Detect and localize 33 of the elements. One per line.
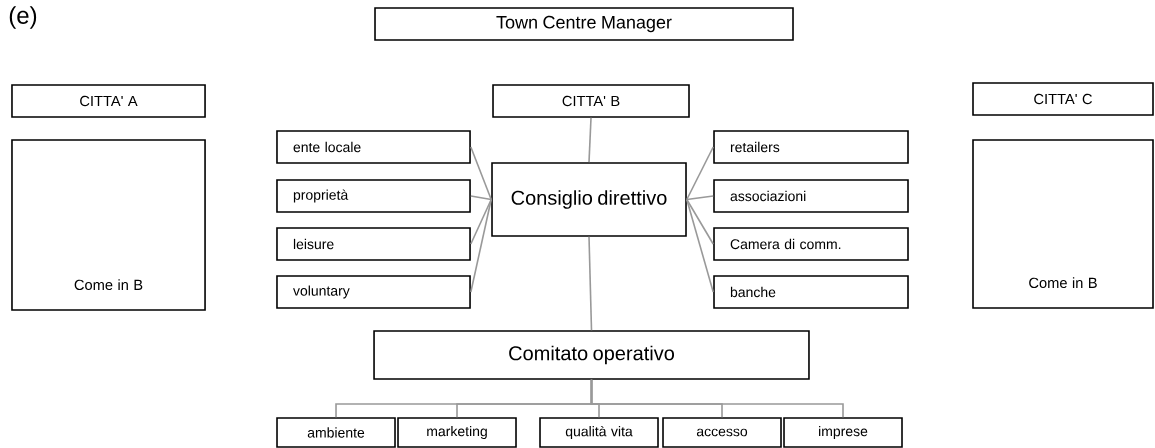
area-box: imprese xyxy=(783,417,903,448)
connector-line xyxy=(686,198,714,245)
member-box: proprietà xyxy=(276,179,471,213)
connector-line xyxy=(588,236,593,331)
board-box: Consiglio direttivo xyxy=(491,162,687,237)
connector-line xyxy=(686,195,714,201)
area-box: ambiente xyxy=(276,417,396,448)
connector-line xyxy=(686,198,714,293)
connector-line xyxy=(470,198,492,245)
panel-label: (e) xyxy=(9,6,37,29)
connector-line xyxy=(470,195,492,201)
city-box: CITTA' B xyxy=(492,84,690,118)
member-box: Camera di comm. xyxy=(713,227,909,261)
connector-line xyxy=(470,198,492,293)
area-box: accesso xyxy=(662,417,782,448)
city-panel: Come in B xyxy=(11,139,206,311)
area-box: qualità vita xyxy=(539,417,659,448)
member-box: banche xyxy=(713,275,909,309)
area-box: marketing xyxy=(397,417,517,448)
member-box: voluntary xyxy=(276,275,471,309)
connector-line xyxy=(588,117,592,163)
connector-line xyxy=(590,379,844,418)
connector-line xyxy=(470,146,492,201)
member-box: leisure xyxy=(276,227,471,261)
city-box: CITTA' C xyxy=(972,82,1154,116)
title-box: Town Centre Manager xyxy=(374,7,794,41)
city-box: CITTA' A xyxy=(11,84,206,118)
member-box: ente locale xyxy=(276,130,471,164)
member-box: retailers xyxy=(713,130,909,164)
member-box: associazioni xyxy=(713,179,909,213)
city-panel: Come in B xyxy=(972,139,1154,309)
connector-line xyxy=(686,146,714,201)
committee-box: Comitato operativo xyxy=(373,330,810,380)
